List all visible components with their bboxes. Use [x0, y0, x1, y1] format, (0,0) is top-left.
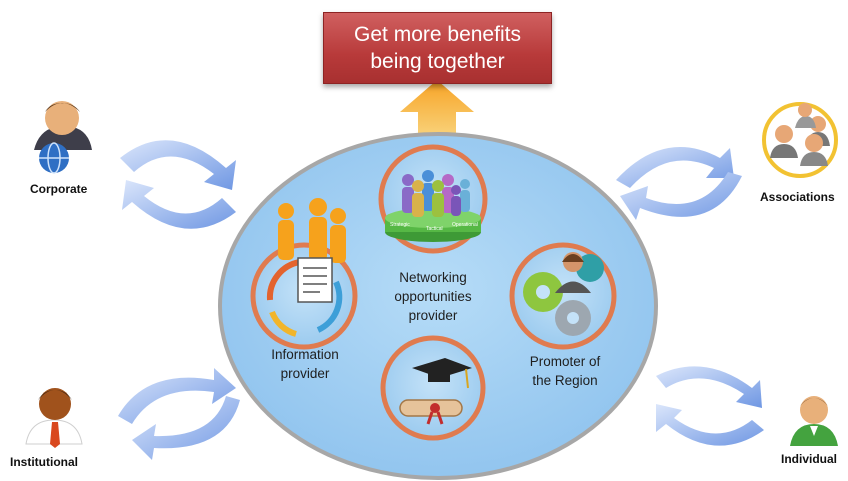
information-document-icon	[266, 198, 346, 337]
team-platform-icon	[385, 170, 481, 242]
institutional-exchange-arrows	[118, 368, 240, 460]
banner-line-1: Get more benefits	[354, 23, 521, 46]
associations-label: Associations	[760, 190, 835, 204]
associations-exchange-arrows	[616, 147, 742, 220]
corporate-exchange-arrows	[120, 140, 236, 229]
benefits-banner: Get more benefits being together	[323, 12, 552, 84]
corporate-person-icon	[34, 101, 92, 174]
banner-line-2: being together	[370, 50, 505, 73]
institutional-person-icon	[25, 388, 83, 448]
associations-people-icon	[762, 102, 838, 178]
graduation-diploma-icon	[399, 358, 472, 425]
networking-label-line-1: Networking	[399, 270, 467, 285]
institutional-label: Institutional	[10, 455, 78, 469]
information-label-line-1: Information	[271, 347, 339, 362]
level-operational: Operational	[452, 222, 478, 228]
gears-person-icon	[523, 252, 604, 336]
information-label-line-2: provider	[280, 366, 330, 381]
central-ellipse	[218, 132, 658, 480]
individual-person-icon	[790, 396, 838, 446]
level-tactical: Tactical	[426, 226, 443, 232]
individual-exchange-arrows	[656, 366, 764, 446]
promoter-label-line-1: Promoter of	[529, 354, 601, 369]
promoter-label: Promoter of the Region	[520, 352, 610, 390]
level-strategic: Strategic	[390, 222, 410, 228]
promoter-label-line-2: the Region	[532, 373, 598, 388]
networking-label-line-2: opportunities	[394, 289, 472, 304]
networking-label: Networking opportunities provider	[383, 268, 483, 325]
individual-label: Individual	[781, 452, 838, 466]
corporate-label: Corporate	[30, 182, 88, 196]
networking-label-line-3: provider	[408, 308, 458, 323]
information-label: Information provider	[255, 345, 355, 383]
